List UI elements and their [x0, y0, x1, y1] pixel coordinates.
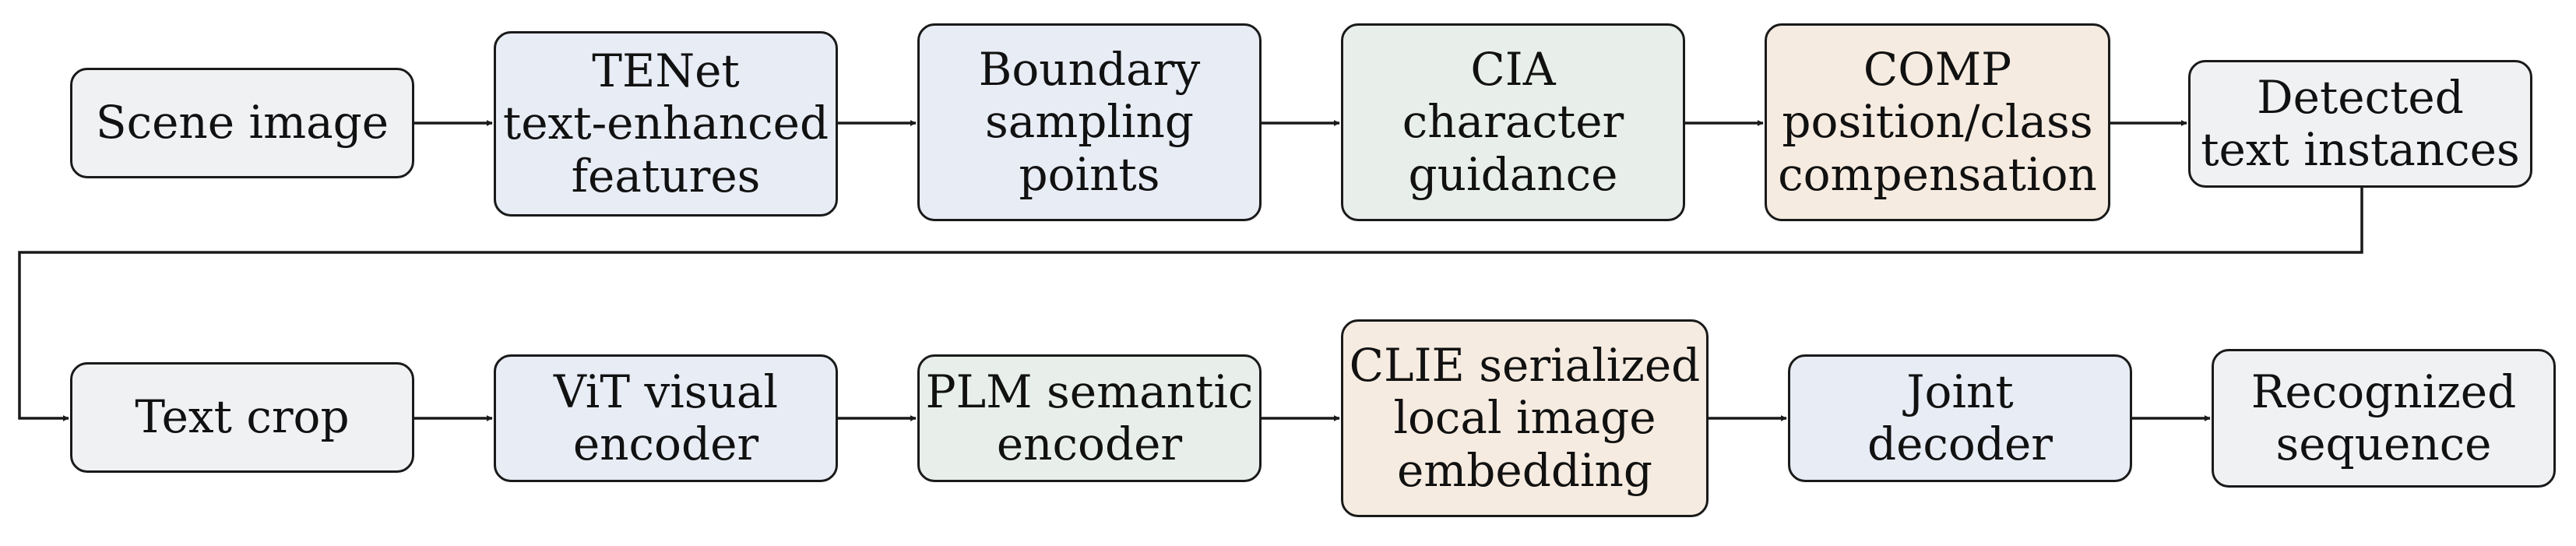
node-vit: ViT visual encoder	[494, 354, 838, 482]
node-tenet-line-3: features	[571, 149, 761, 203]
node-detected-line-1: Detected	[2257, 70, 2464, 124]
node-clie-line-2: local image	[1393, 391, 1656, 445]
node-recognized-line-2: sequence	[2275, 417, 2492, 470]
node-cia-line-3: guidance	[1408, 147, 1618, 201]
node-vit-line-1: ViT visual	[553, 365, 779, 418]
node-tenet-line-1: TENet	[592, 44, 740, 98]
node-joint: Joint decoder	[1788, 354, 2132, 482]
node-text-crop: Text crop	[70, 362, 414, 473]
arrow-detected-to-text-crop	[18, 188, 2363, 421]
node-cia-line-2: character	[1402, 95, 1624, 149]
node-comp: COMP position/class compensation	[1765, 23, 2110, 221]
node-clie-line-1: CLIE serialized	[1349, 339, 1701, 393]
node-plm-line-2: encoder	[996, 417, 1183, 470]
node-detected: Detected text instances	[2188, 60, 2532, 188]
node-cia: CIA character guidance	[1341, 23, 1685, 221]
node-cia-line-1: CIA	[1470, 43, 1556, 97]
node-comp-line-2: position/class	[1782, 95, 2093, 149]
node-vit-line-2: encoder	[572, 417, 759, 470]
node-recognized-line-1: Recognized	[2250, 365, 2517, 418]
node-scene-image-line-1: Scene image	[95, 96, 389, 150]
node-tenet-line-2: text-enhanced	[502, 97, 829, 150]
node-text-crop-line-1: Text crop	[135, 390, 350, 444]
node-scene-image: Scene image	[70, 68, 414, 178]
node-tenet: TENet text-enhanced features	[494, 31, 838, 217]
node-plm: PLM semantic encoder	[917, 354, 1262, 482]
node-boundary: Boundary sampling points	[917, 23, 1262, 221]
node-recognized: Recognized sequence	[2212, 349, 2556, 488]
node-boundary-line-2: sampling	[984, 95, 1195, 149]
node-clie-line-3: embedding	[1396, 443, 1653, 497]
node-comp-line-3: compensation	[1778, 147, 2097, 201]
node-joint-line-1: Joint	[1906, 365, 2014, 418]
node-comp-line-1: COMP	[1863, 43, 2012, 97]
node-joint-line-2: decoder	[1867, 417, 2053, 470]
node-detected-line-2: text instances	[2201, 123, 2520, 176]
node-boundary-line-3: points	[1019, 147, 1160, 201]
node-clie: CLIE serialized local image embedding	[1341, 319, 1709, 517]
node-plm-line-1: PLM semantic	[925, 365, 1254, 418]
node-boundary-line-1: Boundary	[978, 43, 1201, 97]
